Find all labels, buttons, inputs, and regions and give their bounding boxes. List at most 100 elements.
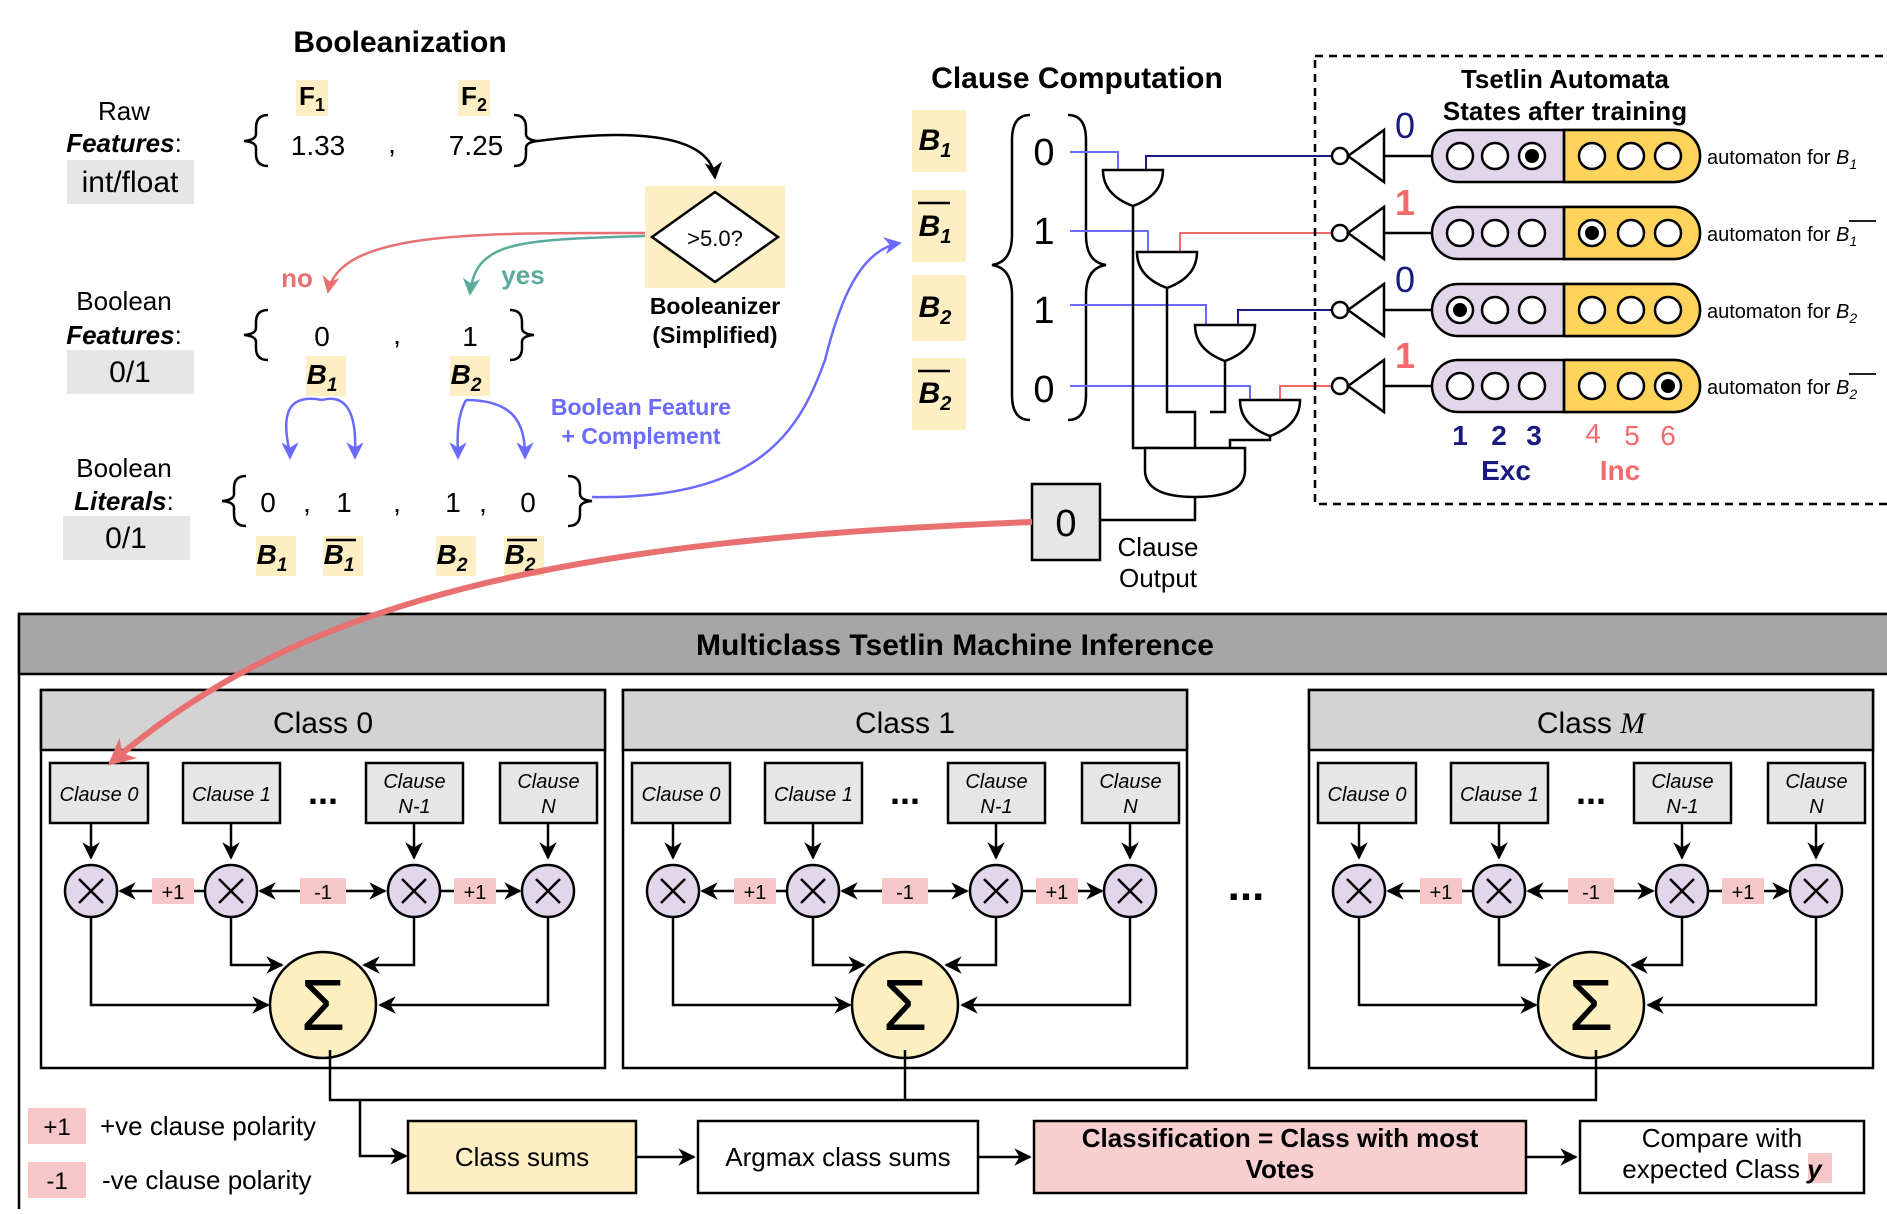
- clause-ellipsis: ...: [890, 771, 920, 812]
- current-state-dot: [1585, 226, 1599, 240]
- f1-label: F1: [299, 81, 325, 115]
- argmax-label: Argmax class sums: [725, 1142, 950, 1172]
- clause-ellipsis: ...: [308, 771, 338, 812]
- literals-to-clause-arrow: [591, 237, 902, 499]
- clause-box: [181, 761, 282, 825]
- no-label: no: [281, 263, 313, 293]
- lit-b2-label: B2: [437, 539, 468, 576]
- clause-label: Clause: [383, 771, 445, 793]
- clause-label: Clause 1: [774, 784, 853, 806]
- legend-pos-badge: [28, 1108, 86, 1144]
- current-state-dot: [1661, 379, 1675, 393]
- automaton-action: 0: [1395, 105, 1415, 146]
- clause-computation-panel: Clause Computation B1 B1 B2 B2 0 1 1 0: [912, 62, 1340, 593]
- clause-box: [1766, 761, 1867, 825]
- raw-label-line1: Raw: [98, 96, 150, 126]
- raw-brace-right: [513, 113, 539, 168]
- inference-header: [17, 612, 1887, 676]
- no-arrow: [322, 231, 646, 294]
- clause-label: Clause: [965, 771, 1027, 793]
- raw-type-label: int/float: [82, 166, 179, 199]
- inverter-triangle: [1345, 281, 1386, 339]
- bool-type-box: [67, 350, 194, 394]
- lit-value-sep2: ,: [393, 487, 401, 518]
- state-number-3: 3: [1526, 420, 1542, 451]
- lit-nb1-highlight: [323, 536, 363, 576]
- booleanizer-check: >5.0?: [687, 226, 743, 251]
- or-gate-3: [1193, 323, 1257, 363]
- state-circle: [1616, 218, 1646, 248]
- polarity-text: -1: [896, 882, 914, 904]
- raw-to-booleanizer-arrow: [537, 133, 723, 180]
- automaton-label: automaton for B1: [1707, 147, 1857, 172]
- raw-type-box: [67, 160, 194, 204]
- raw-label-line2: Features:: [66, 128, 182, 158]
- inverter-bubble: [1330, 223, 1350, 243]
- clause-box: [1316, 761, 1418, 825]
- literal-value-2: 1: [1033, 211, 1054, 253]
- lit-value-4: 0: [520, 487, 536, 518]
- argmax-box: [696, 1119, 980, 1195]
- automata-panel: Tsetlin Automata States after training 0…: [1313, 54, 1887, 506]
- state-circle: [1517, 295, 1547, 325]
- clause-output-label-1: Clause: [1118, 532, 1199, 562]
- b1-label: B1: [307, 359, 338, 396]
- b2-label: B2: [451, 359, 482, 396]
- polarity-text: -1: [1582, 882, 1600, 904]
- state-number-4: 4: [1585, 418, 1601, 449]
- yes-arrow: [462, 234, 646, 296]
- lit-value-3: 1: [445, 487, 461, 518]
- raw-value-2: 7.25: [449, 130, 504, 161]
- state-circle: [1653, 295, 1683, 325]
- current-state-dot: [1525, 149, 1539, 163]
- clause-label: Clause 0: [1328, 784, 1407, 806]
- class-title: Class 1: [855, 707, 955, 740]
- clause-box: [1632, 761, 1733, 825]
- bool-value-sep: ,: [393, 319, 401, 350]
- wire-act3: [1237, 309, 1340, 325]
- wire-lit1: [1070, 151, 1119, 170]
- gate4-out: [1228, 436, 1272, 448]
- clause-label: Clause: [1785, 771, 1847, 793]
- clause-brace-right: [1067, 113, 1107, 422]
- clause-label-index: N: [1123, 796, 1138, 818]
- sum-symbol: Σ: [1569, 966, 1614, 1046]
- clause-brace-left: [991, 113, 1031, 422]
- sum-bus: [328, 1050, 1598, 1102]
- classification-label-1: Classification = Class with most: [1082, 1123, 1479, 1153]
- polarity-badge: [300, 878, 346, 904]
- lit-b2-highlight: [436, 536, 476, 576]
- state-circle: [1616, 371, 1646, 401]
- polarity-badge: [1568, 878, 1614, 904]
- wire-act2: [1179, 232, 1340, 252]
- clause-label: Clause: [517, 771, 579, 793]
- compare-label-2: expected Class y: [1622, 1154, 1823, 1184]
- b1-highlight: [306, 356, 346, 396]
- b2-arrow-right: [465, 398, 534, 460]
- current-state-dot: [1453, 303, 1467, 317]
- state-number-5: 5: [1624, 420, 1640, 451]
- booleanizer-label-1: Booleanizer: [650, 293, 780, 319]
- raw-value-sep: ,: [388, 128, 396, 159]
- automaton-label: automaton for B2: [1707, 377, 1857, 402]
- class-sums-label: Class sums: [455, 1142, 589, 1172]
- clause-label: Clause: [1651, 771, 1713, 793]
- clause-label: Clause 0: [642, 784, 721, 806]
- lit-label-line1: Boolean: [76, 453, 171, 483]
- yes-label: yes: [501, 260, 544, 290]
- cl-nb2-label: B2: [919, 377, 952, 415]
- state-circle: [1653, 141, 1683, 171]
- classification-label-2: Votes: [1246, 1154, 1315, 1184]
- f1-highlight: [296, 80, 328, 116]
- lit-value-sep1: ,: [303, 487, 311, 518]
- legend-neg-badge-text: -1: [46, 1168, 67, 1195]
- polarity-text: +1: [1732, 882, 1755, 904]
- legend-pos-badge-text: +1: [43, 1114, 70, 1141]
- raw-value-1: 1.33: [291, 130, 346, 161]
